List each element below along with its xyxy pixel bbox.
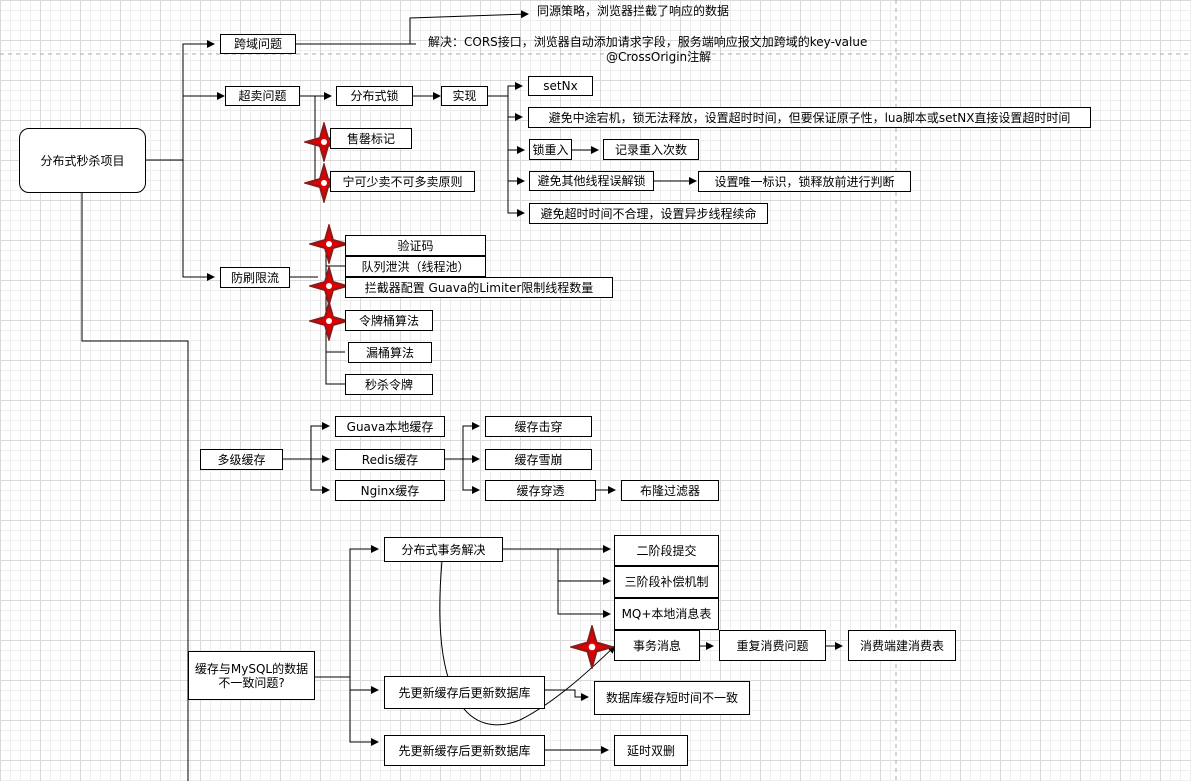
node-bloom-filter[interactable]: 布隆过滤器 (621, 480, 719, 501)
node-dist-lock[interactable]: 分布式锁 (336, 86, 413, 106)
node-queue-flood[interactable]: 队列泄洪（线程池） (345, 256, 486, 277)
node-update-cache-first-2[interactable]: 先更新缓存后更新数据库 (384, 735, 545, 766)
node-cache-penetration[interactable]: 缓存穿透 (485, 480, 596, 501)
node-tx-message[interactable]: 事务消息 (614, 630, 700, 661)
node-unique-id[interactable]: 设置唯一标识，锁释放前进行判断 (698, 171, 911, 192)
note-same-origin: 同源策略，浏览器拦截了响应的数据 (537, 4, 730, 18)
node-oversell[interactable]: 超卖问题 (225, 86, 300, 106)
node-duplicate-consume[interactable]: 重复消费问题 (719, 630, 826, 661)
node-implement[interactable]: 实现 (441, 86, 488, 106)
note-crossorigin: @CrossOrigin注解 (606, 50, 712, 64)
node-update-cache-first-1[interactable]: 先更新缓存后更新数据库 (384, 676, 545, 709)
node-two-phase[interactable]: 二阶段提交 (614, 535, 719, 566)
node-reentrant[interactable]: 锁重入 (529, 139, 572, 160)
node-consumer-table[interactable]: 消费端建消费表 (848, 630, 956, 661)
star-icon (310, 225, 348, 263)
node-less-not-more[interactable]: 宁可少卖不可多卖原则 (330, 171, 475, 192)
node-redis-cache[interactable]: Redis缓存 (335, 449, 445, 470)
node-record-reentrant[interactable]: 记录重入次数 (603, 139, 699, 160)
node-cache-breakdown[interactable]: 缓存击穿 (485, 416, 592, 437)
node-three-phase[interactable]: 三阶段补偿机制 (614, 566, 719, 598)
node-db-cache-inconsistent[interactable]: 数据库缓存短时间不一致 (594, 681, 750, 715)
node-leaky-bucket[interactable]: 漏桶算法 (348, 342, 432, 363)
node-avoid-misunlock[interactable]: 避免其他线程误解锁 (529, 171, 654, 191)
node-avoid-timeout[interactable]: 避免超时时间不合理，设置异步线程续命 (529, 203, 768, 224)
node-cross-domain[interactable]: 跨域问题 (220, 34, 296, 54)
node-multi-cache[interactable]: 多级缓存 (200, 449, 283, 470)
node-interceptor[interactable]: 拦截器配置 Guava的Limiter限制线程数量 (345, 277, 613, 298)
node-anti-brush[interactable]: 防刷限流 (220, 267, 290, 288)
node-guava-cache[interactable]: Guava本地缓存 (335, 416, 445, 437)
node-cache-avalanche[interactable]: 缓存雪崩 (485, 449, 592, 470)
node-nginx-cache[interactable]: Nginx缓存 (335, 480, 445, 501)
star-icon (310, 267, 348, 305)
note-cors: 解决：CORS接口，浏览器自动添加请求字段，服务端响应报文加跨域的key-val… (428, 35, 868, 49)
node-seckill-token[interactable]: 秒杀令牌 (345, 374, 433, 395)
node-captcha[interactable]: 验证码 (345, 235, 486, 256)
root-node[interactable]: 分布式秒杀项目 (19, 128, 146, 193)
node-setnx[interactable]: setNx (528, 76, 593, 96)
node-avoid-crash[interactable]: 避免中途宕机，锁无法释放，设置超时时间，但要保证原子性，lua脚本或setNX直… (528, 107, 1091, 128)
star-icon (310, 302, 348, 340)
node-mq-local[interactable]: MQ+本地消息表 (614, 598, 719, 630)
node-dist-tx[interactable]: 分布式事务解决 (384, 537, 503, 562)
star-icon (571, 626, 613, 668)
node-token-bucket[interactable]: 令牌桶算法 (345, 310, 433, 331)
node-soldout-mark[interactable]: 售罄标记 (330, 128, 412, 149)
node-delay-double-delete[interactable]: 延时双删 (614, 735, 688, 766)
node-consistency[interactable]: 缓存与MySQL的数据不一致问题? (188, 651, 315, 700)
